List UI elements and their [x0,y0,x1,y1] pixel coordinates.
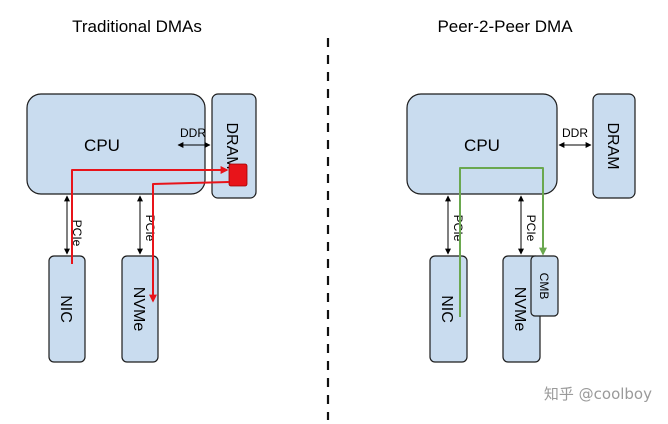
right-ddr-label: DDR [562,126,588,140]
right-nic-box [429,255,468,363]
right-nic-pcie-label: PCIe [451,215,465,242]
right-cpu-label: CPU [464,136,500,155]
left-nvme-pcie-label: PCIe [143,215,157,242]
right-dram-label: DRAM [604,122,621,169]
cmb-box [530,255,559,317]
left-nic-box [48,255,86,363]
left-dram-label: DRAM [223,122,240,169]
left-ddr-label: DDR [180,126,206,140]
p2p-dma-title: Peer-2-Peer DMA [437,17,573,36]
traditional-dma-title: Traditional DMAs [72,17,202,36]
left-cpu-label: CPU [84,136,120,155]
dram-to-nvme-dma-path [149,181,230,303]
right-nic-label: NIC [438,295,455,323]
cmb-label: CMB [537,273,551,300]
traditional-dma-panel: Traditional DMAs CPU DRAM DDR NIC NVMe P… [26,17,257,363]
left-nvme-box [121,255,159,363]
dram-buffer [228,163,248,187]
left-nvme-label: NVMe [130,287,147,332]
nic-to-cmb-p2p-path [459,167,547,317]
right-dram-box [592,93,636,199]
watermark-text: 知乎 @coolboy [544,385,652,403]
right-nvme-label: NVMe [511,287,528,332]
left-nic-pcie-label: PCIe [70,220,84,247]
nic-to-dram-dma-path [71,166,229,264]
right-nvme-pcie-label: PCIe [524,215,538,242]
left-nic-label: NIC [57,295,74,323]
p2p-dma-panel: Peer-2-Peer DMA CPU DRAM DDR NIC NVMe CM… [406,17,636,363]
